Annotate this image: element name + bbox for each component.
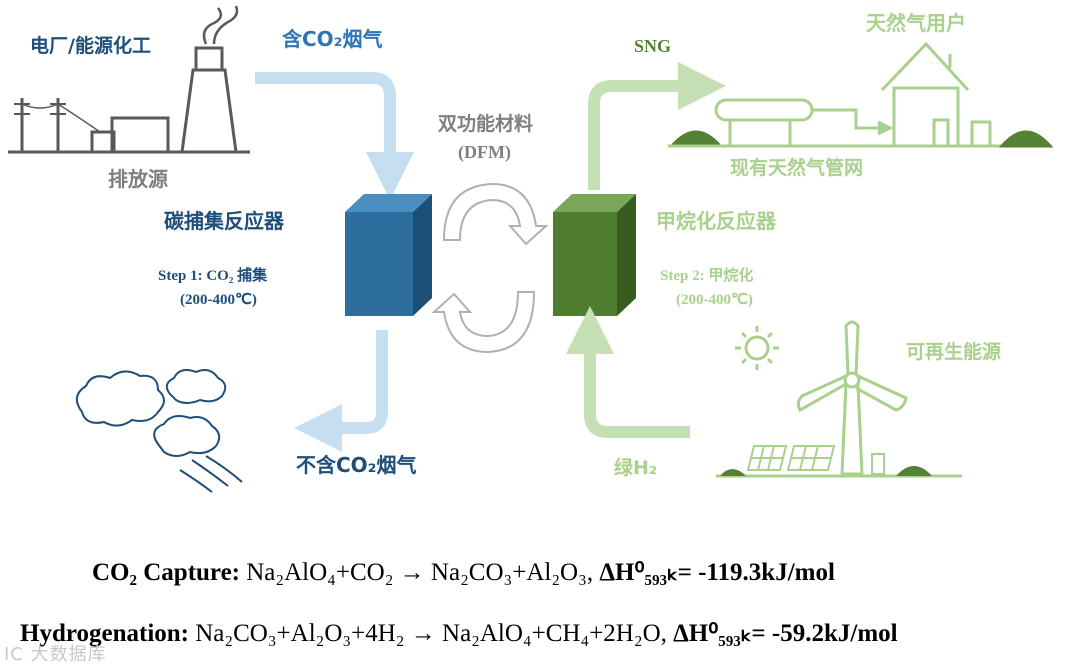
hydrogenation-equation: Hydrogenation: Na₂CO₃+Al₂O₃+4H₂ → Na₂AlO… xyxy=(20,618,898,648)
flue-in-label: 含CO₂烟气 xyxy=(282,27,382,51)
hydrogenation-equation-name: Hydrogenation: xyxy=(20,620,189,647)
sng-label: SNG xyxy=(634,36,671,56)
wind-turbine-icon xyxy=(796,320,908,476)
watermark: IC 大数据库 xyxy=(4,644,107,665)
capture-equation: CO₂ Capture: Na₂AlO₄+CO₂ → Na₂CO₃+Al₂O₃,… xyxy=(92,557,835,587)
pipeline-label: 现有天然气管网 xyxy=(730,156,863,179)
sng-arrow xyxy=(588,62,726,190)
hydrogenation-equation-dh-value: = -59.2kJ/mol xyxy=(751,620,898,647)
renewable-label: 可再生能源 xyxy=(906,340,1001,363)
gas-pipeline-icon xyxy=(668,98,1054,148)
flue-gas-out-arrow xyxy=(294,330,388,452)
green-h2-arrow xyxy=(566,306,690,438)
emission-source-label: 排放源 xyxy=(108,167,168,191)
gas-users-label: 天然气用户 xyxy=(866,11,966,35)
capture-equation-reaction: Na₂AlO₄+CO₂ → Na₂CO₃+Al₂O₃, xyxy=(246,559,594,586)
cloud-icon xyxy=(75,369,243,493)
cycle-arrows-icon xyxy=(431,182,549,354)
hydrogenation-equation-reaction: Na₂CO₃+Al₂O₃+4H₂ → Na₂AlO₄+CH₄+2H₂O, xyxy=(195,620,667,647)
power-plant-icon xyxy=(8,5,250,154)
dfm-label: 双功能材料 xyxy=(438,112,533,135)
sun-icon xyxy=(735,326,779,370)
capture-equation-dh-symbol: ΔH⁰₅₉₃ₖ xyxy=(599,559,678,586)
capture-reactor-box xyxy=(345,194,432,316)
dfm-abbr-label: (DFM) xyxy=(458,142,511,163)
flue-gas-in-arrow xyxy=(255,72,414,200)
capture-equation-name: CO₂ Capture: xyxy=(92,559,240,586)
ground-icon xyxy=(716,466,962,478)
methanation-reactor-label: 甲烷化反应器 xyxy=(656,209,777,233)
flue-out-label: 不含CO₂烟气 xyxy=(296,453,416,477)
green-h2-label: 绿H₂ xyxy=(614,456,657,479)
step2-temp-label: (200-400℃) xyxy=(676,292,753,308)
hydrogenation-equation-dh-symbol: ΔH⁰₅₉₃ₖ xyxy=(673,620,752,647)
step2-label: Step 2: 甲烷化 xyxy=(660,266,753,284)
house-icon xyxy=(880,41,992,148)
methanation-reactor-box xyxy=(553,194,636,316)
step1-temp-label: (200-400℃) xyxy=(180,292,257,308)
solar-panel-icon xyxy=(746,445,885,475)
capture-reactor-label: 碳捕集反应器 xyxy=(164,209,285,233)
plant-label: 电厂/能源化工 xyxy=(30,34,151,57)
capture-equation-dh-value: = -119.3kJ/mol xyxy=(677,559,835,586)
step1-label: Step 1: CO₂ 捕集 xyxy=(158,266,268,284)
